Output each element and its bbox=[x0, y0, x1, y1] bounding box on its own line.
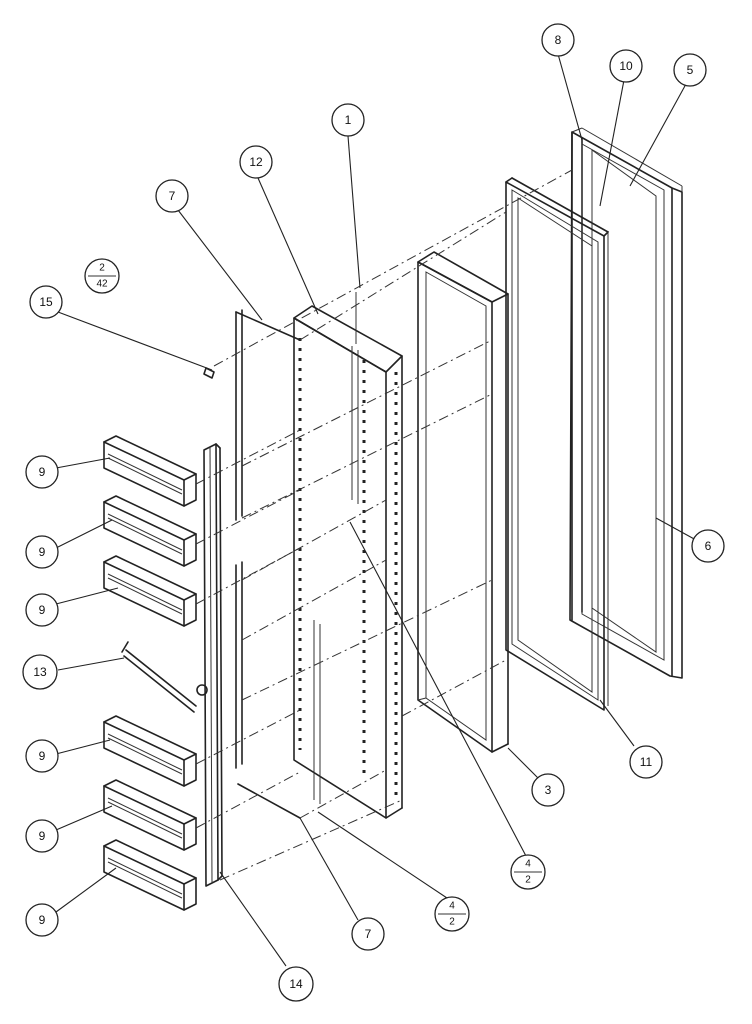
callout-9-5-label: 9 bbox=[39, 829, 46, 843]
door-bin bbox=[103, 779, 197, 851]
callout-14: 14 bbox=[278, 966, 314, 1002]
callout-4-2-left-denominator: 2 bbox=[449, 917, 455, 928]
callout-7-bottom-label: 7 bbox=[365, 927, 372, 941]
callout-3-label: 3 bbox=[545, 783, 552, 797]
callout-12: 12 bbox=[239, 145, 273, 179]
callout-12-label: 12 bbox=[249, 155, 263, 169]
callout-9-1: 9 bbox=[25, 455, 59, 489]
callout-14-label: 14 bbox=[289, 977, 303, 991]
door-bin bbox=[103, 435, 197, 507]
callout-2-42-numerator: 2 bbox=[99, 263, 105, 274]
wire-rack bbox=[121, 641, 208, 713]
callout-9-5: 9 bbox=[25, 819, 59, 853]
callout-9-4-label: 9 bbox=[39, 749, 46, 763]
callout-9-1-label: 9 bbox=[39, 465, 46, 479]
callout-9-3: 9 bbox=[25, 593, 59, 627]
door-liner-frame bbox=[417, 251, 509, 753]
callout-10-label: 10 bbox=[619, 59, 633, 73]
door-bins bbox=[103, 435, 197, 911]
outer-door-panel bbox=[569, 127, 683, 679]
door-bin bbox=[103, 495, 197, 567]
door-bin bbox=[103, 839, 197, 911]
callout-9-2-label: 9 bbox=[39, 545, 46, 559]
callout-9-6-label: 9 bbox=[39, 913, 46, 927]
callout-4-2-right-numerator: 4 bbox=[525, 859, 531, 870]
trim-strip bbox=[203, 443, 223, 887]
callout-7-top: 7 bbox=[155, 179, 189, 213]
callout-7-top-label: 7 bbox=[169, 189, 176, 203]
callout-9-3-label: 9 bbox=[39, 603, 46, 617]
callout-1: 1 bbox=[331, 103, 365, 137]
callout-15: 15 bbox=[29, 285, 63, 319]
callout-6: 6 bbox=[691, 529, 725, 563]
callout-11-label: 11 bbox=[640, 755, 653, 769]
callout-13-label: 13 bbox=[33, 665, 47, 679]
clip bbox=[203, 367, 215, 379]
assembly-lines bbox=[195, 169, 573, 881]
leader-lines bbox=[55, 53, 697, 967]
callout-11: 11 bbox=[629, 745, 663, 779]
callout-6-label: 6 bbox=[705, 539, 712, 553]
callout-9-4: 9 bbox=[25, 739, 59, 773]
callout-4-2-left: 4 2 bbox=[434, 896, 470, 932]
callout-4-2-right: 4 2 bbox=[510, 854, 546, 890]
callout-8-label: 8 bbox=[555, 33, 562, 47]
callout-9-2: 9 bbox=[25, 535, 59, 569]
door-bin bbox=[103, 715, 197, 787]
callout-9-6: 9 bbox=[25, 903, 59, 937]
callout-8: 8 bbox=[541, 23, 575, 57]
callout-7-bottom: 7 bbox=[351, 917, 385, 951]
callout-2-42-denominator: 42 bbox=[96, 279, 108, 290]
door-bin bbox=[103, 555, 197, 627]
callout-4-2-left-numerator: 4 bbox=[449, 901, 455, 912]
callout-3: 3 bbox=[531, 773, 565, 807]
callout-5: 5 bbox=[673, 53, 707, 87]
callout-10: 10 bbox=[609, 49, 643, 83]
door-rails bbox=[235, 309, 301, 819]
callout-13: 13 bbox=[22, 654, 58, 690]
door-gasket-frame bbox=[505, 177, 609, 711]
callout-2-42: 2 42 bbox=[84, 258, 120, 294]
callout-15-label: 15 bbox=[39, 295, 53, 309]
inner-door-panel bbox=[293, 292, 403, 819]
callout-1-label: 1 bbox=[345, 113, 352, 127]
callout-5-label: 5 bbox=[687, 63, 694, 77]
callout-4-2-right-denominator: 2 bbox=[525, 875, 531, 886]
